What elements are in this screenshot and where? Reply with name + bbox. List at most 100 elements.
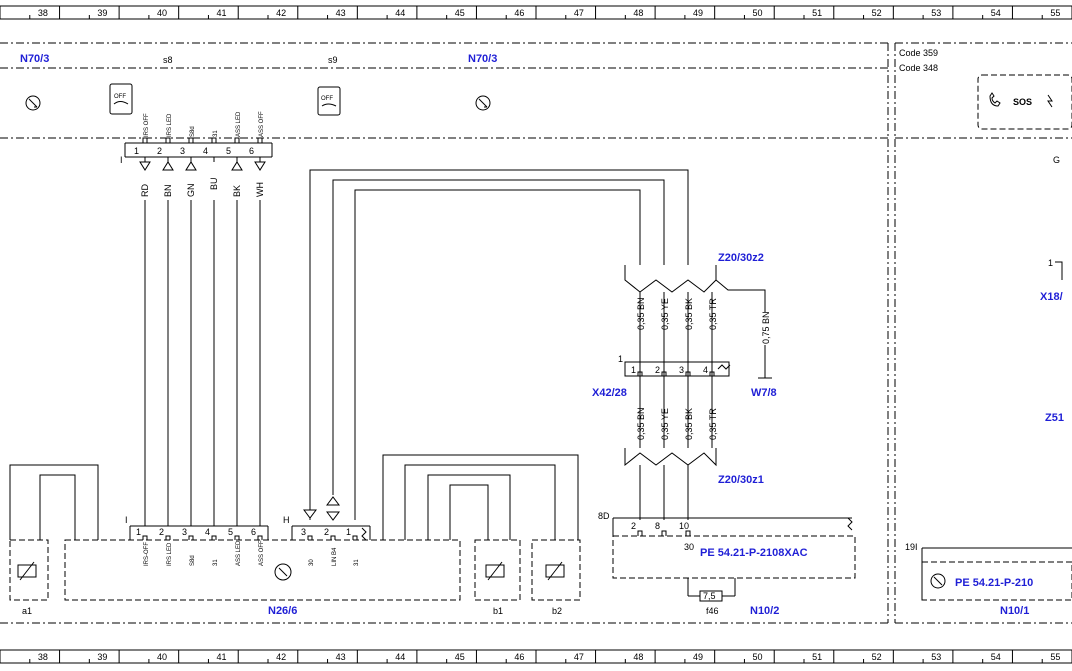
sos-label: SOS [1013,97,1032,107]
ruler-column-label: 38 [38,8,48,18]
top-connector-signal: ASS OFF [259,111,265,137]
n10-2-side: 8D [598,511,610,521]
splice-zigzag-top [624,265,717,293]
n10-2-reference: PE 54.21-P-2108XAC [700,547,808,559]
x42-pin: 1 [631,365,636,375]
n26-side-h: H [283,515,290,525]
ruler-column-label: 40 [157,652,167,662]
top-connector-side: I [120,155,123,165]
x42-pin: 2 [655,365,660,375]
n26-pin-signal: IRS-OFF [144,542,150,566]
ruler-column-label: 41 [217,652,227,662]
sensor-label-a1: a1 [22,606,32,616]
code-label-348: Code 348 [899,63,938,73]
n26-h-signal: 30 [309,559,315,566]
ruler-column-label: 38 [38,652,48,662]
top-connector-pin: 1 [134,146,139,156]
wire-label-lower: 0,35 BN [636,407,646,440]
ruler-column-label: 50 [753,8,763,18]
ruler-column-label: 45 [455,652,465,662]
n26-pin-signal: IRS LED [167,542,173,566]
n26-h-pin: 1 [346,527,351,537]
ruler-column-label: 52 [872,8,882,18]
n26-sensor-icon [274,563,292,581]
x42-pin: 3 [679,365,684,375]
ruler-column-label: 41 [217,8,227,18]
n26-h-pin: 3 [301,527,306,537]
module-label-n70-3-left: N70/3 [20,53,49,65]
sensor-a1-wiring: a1 [9,464,99,616]
top-wire-color: RD [140,184,150,197]
z20-30z2-label: Z20/30z2 [718,252,764,264]
top-connector-signal: S8d [190,126,196,137]
wire-label-lower: 0,35 BK [684,408,694,440]
n10-2-label: N10/2 [750,605,779,617]
sensor-b1-wiring: b1 [382,454,579,616]
ruler-column-label: 46 [514,652,524,662]
wire-label-upper: 0,35 TR [708,298,718,330]
right-label-x18-pin: 1 [1048,258,1053,268]
sensor-b2-wiring: b2 [531,539,581,616]
top-connector-pin: 2 [157,146,162,156]
ruler-column-label: 39 [97,652,107,662]
x42-side: 1 [618,354,623,364]
ruler-column-label: 40 [157,8,167,18]
ruler-column-label: 53 [931,8,941,18]
ruler-column-label: 52 [872,652,882,662]
ruler-column-label: 47 [574,8,584,18]
sensor-label-b1: b1 [493,606,503,616]
svg-text:OFF: OFF [321,96,333,102]
n26-h-pin: 2 [324,527,329,537]
top-wire-color: BN [163,184,173,197]
top-connector-signal: IRS LED [167,113,173,137]
ruler-column-label: 54 [991,8,1001,18]
ruler-column-label: 42 [276,652,286,662]
phone-icon [989,92,1001,107]
top-connector-pin: 6 [249,146,254,156]
top-wire-color: BU [209,177,219,190]
sensor-label-b2: b2 [552,606,562,616]
sensor-icon-mid [475,95,491,111]
ruler-column-label: 51 [812,652,822,662]
sensor-icon-left [25,95,41,111]
n26-pin-signal: S8d [190,555,196,566]
n10-2-pin: 2 [631,521,636,531]
ruler-column-label: 43 [336,652,346,662]
wire-label-upper: 0,35 BN [636,297,646,330]
ruler-column-label: 44 [395,8,405,18]
n26-h-signal: 31 [354,559,360,566]
top-wire-color: GN [186,184,196,198]
wires-middle [639,292,713,520]
n10-pin30-label: 30 [684,542,694,552]
n26-pin-signal: ASS OFF [259,540,265,566]
top-connector-signal: IRS OFF [144,113,150,137]
n26-pin: 2 [159,527,164,537]
ruler-column-label: 49 [693,8,703,18]
ruler-column-label: 48 [633,8,643,18]
x42-28-label: X42/28 [592,387,627,399]
n26-pin-signal: 31 [213,559,219,566]
top-connector-pin: 5 [226,146,231,156]
antenna-icon [1047,94,1053,108]
switch-label-s8: s8 [163,55,173,65]
n26-h-signal: LIN B4 [332,547,338,566]
w7-8-label: W7/8 [751,387,777,399]
n26-pin-signal: ASS LED [236,540,242,566]
top-wire-color: WH [255,182,265,197]
code-label-359: Code 359 [899,48,938,58]
module-label-n70-3-mid: N70/3 [468,53,497,65]
ruler-column-label: 48 [633,652,643,662]
right-label-x18: X18/ [1040,291,1063,303]
switch-button-icon-s8: OFF [109,83,133,115]
top-connector-pin: 3 [180,146,185,156]
wires-top-to-n26 [144,200,261,526]
fuse-value: 7,5 [703,591,716,601]
wire-label-upper: 0,35 BK [684,298,694,330]
top-connector-pin: 4 [203,146,208,156]
wire-label-upper: 0,35 YE [660,298,670,330]
